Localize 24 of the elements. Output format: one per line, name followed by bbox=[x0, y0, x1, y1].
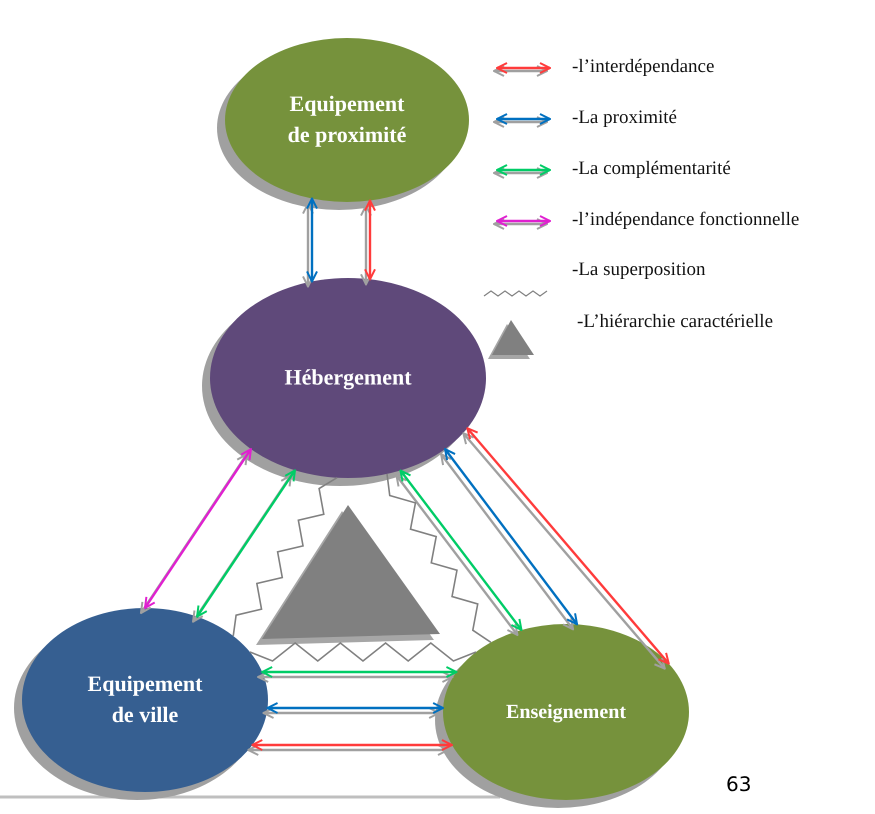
zigzag-line bbox=[250, 642, 476, 662]
zigzag-line bbox=[232, 477, 338, 636]
legend-text: -l’indépendance fonctionnelle bbox=[572, 209, 800, 231]
node-label: Equipement de ville bbox=[86, 670, 204, 729]
double-arrow bbox=[266, 702, 444, 714]
zigzag-line bbox=[386, 474, 492, 643]
double-arrow bbox=[261, 666, 458, 678]
legend-text: -l’interdépendance bbox=[572, 56, 714, 78]
legend-text: -La superposition bbox=[572, 259, 706, 281]
double-arrow bbox=[251, 739, 453, 751]
double-arrow bbox=[399, 470, 522, 631]
double-arrow bbox=[466, 427, 670, 665]
double-arrow bbox=[364, 200, 376, 280]
double-arrow bbox=[306, 198, 318, 282]
legend-text: -L’hiérarchie caractérielle bbox=[577, 311, 774, 333]
legend-text: -La complémentarité bbox=[572, 158, 731, 180]
double-arrow bbox=[196, 469, 296, 618]
double-arrow bbox=[144, 448, 252, 609]
node-label: Enseignement bbox=[505, 700, 627, 725]
page-number: 63 bbox=[726, 772, 752, 796]
double-arrow bbox=[444, 448, 578, 626]
legend-text: -La proximité bbox=[572, 107, 677, 129]
node-label: Equipement de proximité bbox=[286, 90, 408, 149]
node-label: Hébergement bbox=[283, 364, 413, 392]
